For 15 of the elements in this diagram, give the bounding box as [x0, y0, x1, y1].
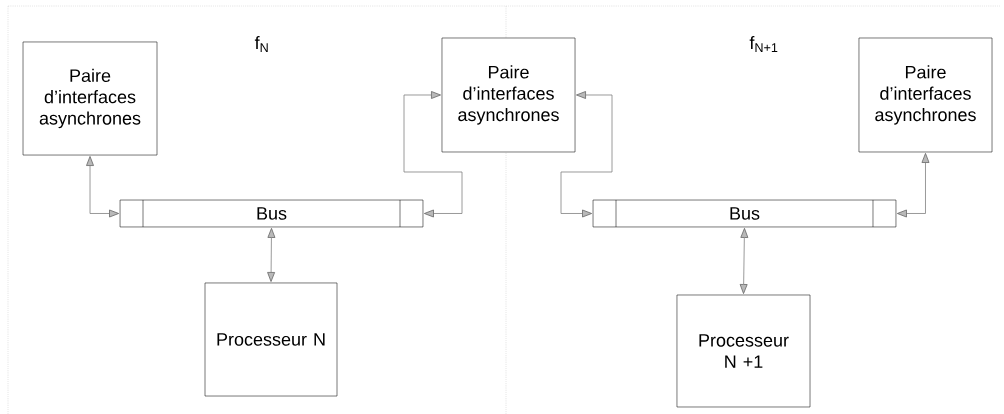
processor-box: Processeur N [204, 282, 338, 397]
processor-box: Processeur N +1 [676, 294, 811, 408]
arrow [86, 156, 120, 218]
bus-bar: Bus [592, 199, 897, 228]
arrow [896, 153, 930, 218]
frequency-label: f$_{N+1}$ [749, 36, 778, 52]
arrow [267, 227, 276, 282]
frequency-label: f$_{N}$ [254, 36, 268, 52]
arrow [739, 227, 749, 294]
arrow [403, 91, 463, 218]
bus-bar: Bus [119, 199, 424, 228]
interface-box: Paire d’interfaces asynchrones [22, 41, 158, 156]
interface-box: Paire d’interfaces asynchrones [858, 37, 993, 153]
interface-box: Paire d’interfaces asynchrones [441, 37, 576, 153]
arrow [560, 91, 613, 218]
